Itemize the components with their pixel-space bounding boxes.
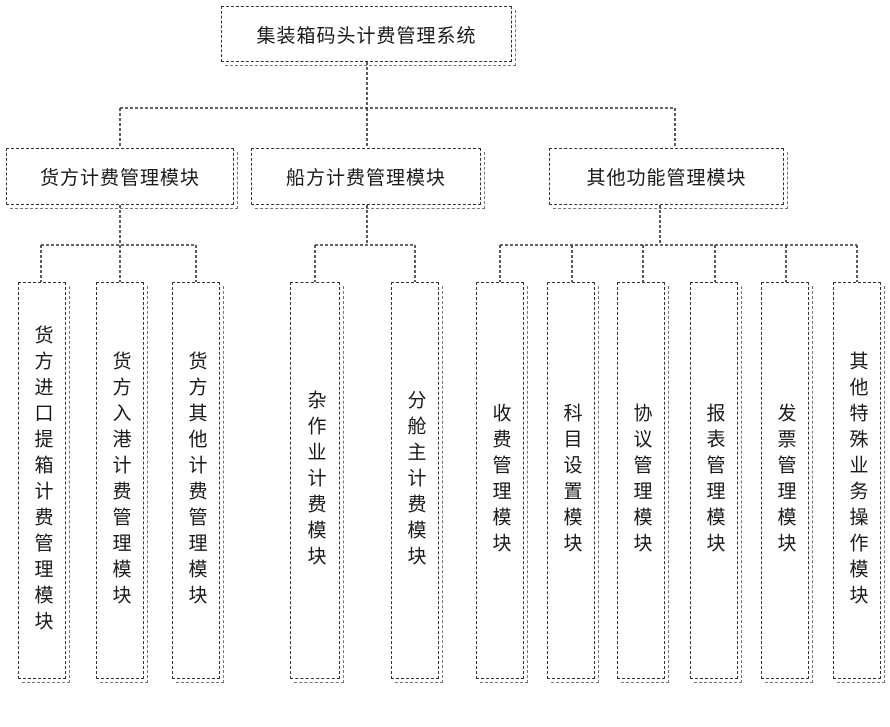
- leaf-cargo-import: 货方进口提箱计费管理模块: [18, 282, 70, 683]
- leaf-misc-operations: 杂作业计费模块: [290, 282, 344, 683]
- leaf-cargo-other: 货方其他计费管理模块: [172, 282, 224, 683]
- branch-label: 其他功能管理模块: [586, 167, 747, 189]
- leaf-label: 货方进口提箱计费管理模块: [31, 324, 54, 637]
- leaf-label: 收费管理模块: [489, 402, 512, 559]
- leaf-label: 发票管理模块: [774, 402, 797, 559]
- branch-label: 船方计费管理模块: [285, 167, 446, 189]
- root-label: 集装箱码头计费管理系统: [256, 24, 477, 47]
- leaf-account-settings: 科目设置模块: [547, 282, 599, 683]
- leaf-label: 分舱主计费模块: [404, 389, 427, 572]
- leaf-invoice-management: 发票管理模块: [761, 282, 813, 683]
- branch-other-functions: 其他功能管理模块: [549, 148, 788, 209]
- leaf-hold-master: 分舱主计费模块: [391, 282, 443, 683]
- leaf-cargo-inbound: 货方入港计费管理模块: [96, 282, 148, 683]
- leaf-fee-management: 收费管理模块: [476, 282, 528, 683]
- leaf-label: 杂作业计费模块: [304, 389, 327, 572]
- leaf-label: 协议管理模块: [630, 402, 653, 559]
- leaf-special-operations: 其他特殊业务操作模块: [833, 282, 885, 683]
- leaf-label: 货方其他计费管理模块: [185, 350, 208, 611]
- leaf-label: 报表管理模块: [703, 402, 726, 559]
- branch-label: 货方计费管理模块: [39, 167, 200, 189]
- leaf-report-management: 报表管理模块: [690, 282, 742, 683]
- root-node: 集装箱码头计费管理系统: [221, 6, 516, 66]
- leaf-label: 货方入港计费管理模块: [109, 350, 132, 611]
- leaf-agreement-management: 协议管理模块: [617, 282, 669, 683]
- leaf-label: 其他特殊业务操作模块: [846, 350, 869, 611]
- leaf-label: 科目设置模块: [560, 402, 583, 559]
- branch-cargo-billing: 货方计费管理模块: [6, 148, 238, 209]
- branch-ship-billing: 船方计费管理模块: [251, 148, 485, 209]
